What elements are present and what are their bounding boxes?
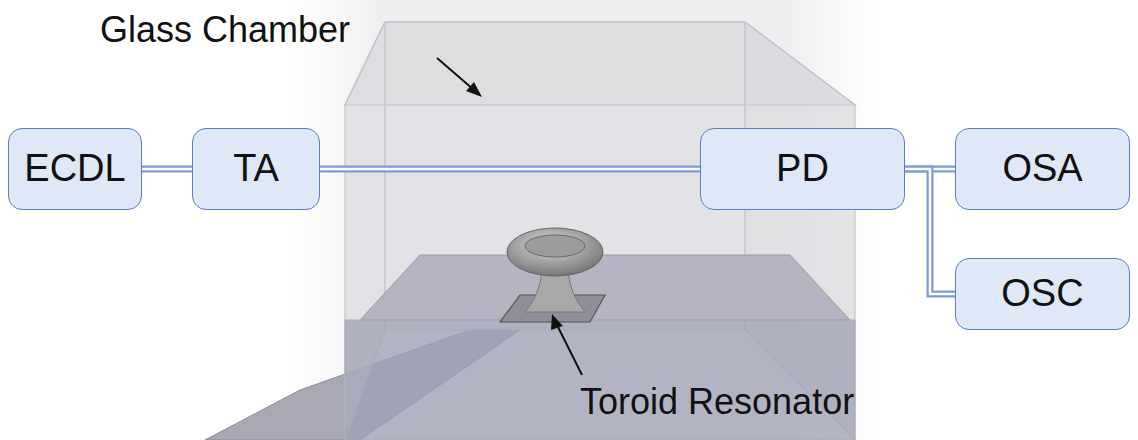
device-box: PD <box>700 128 905 210</box>
device-box: OSC <box>955 258 1130 330</box>
fiber-outer <box>142 166 192 173</box>
device-label: PD <box>776 148 829 190</box>
fiber-connector <box>905 169 955 294</box>
device-box: ECDL <box>8 128 142 210</box>
fiber-outer <box>905 169 955 294</box>
fiber-inner <box>320 168 700 171</box>
fiber-connector <box>142 169 192 170</box>
device-label: TA <box>233 148 279 190</box>
fiber-inner <box>142 168 192 171</box>
fiber-connector <box>320 169 700 170</box>
toroid-hole <box>525 235 585 257</box>
device-box: TA <box>192 128 320 210</box>
device-box: OSA <box>955 128 1130 210</box>
leader-arrowhead <box>551 314 563 330</box>
platform <box>360 255 850 320</box>
render-background <box>290 0 880 440</box>
device-label: ECDL <box>24 148 125 190</box>
device-label: OSA <box>1002 148 1082 190</box>
fiber-inner <box>905 169 955 294</box>
callout-label: Toroid Resonator <box>580 382 854 422</box>
leader-line <box>557 325 582 375</box>
device-label: OSC <box>1001 273 1083 315</box>
toroid <box>507 228 603 276</box>
callout-label: Glass Chamber <box>100 10 350 50</box>
chamber-front <box>345 320 855 440</box>
leader-line <box>437 58 474 90</box>
fiber-outer <box>320 166 700 173</box>
leader-arrowhead <box>466 82 482 97</box>
